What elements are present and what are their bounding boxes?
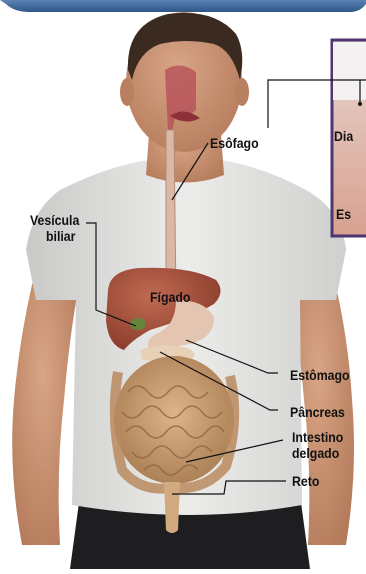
header-bar <box>0 0 366 12</box>
small-intestine <box>114 356 234 484</box>
right-ear <box>235 78 249 106</box>
inset-label-top: Dia <box>334 128 353 144</box>
inset-label-bottom: Es <box>336 206 351 222</box>
left-arm <box>12 260 80 545</box>
rectum <box>164 482 180 533</box>
label-figado: Fígado <box>150 290 190 305</box>
label-intestino-line2: delgado <box>292 446 339 461</box>
label-estomago: Estômago <box>290 368 350 383</box>
label-intestino-line1: Intestino <box>292 430 343 445</box>
label-vesicula-line1: Vesícula <box>30 213 79 228</box>
left-ear <box>120 78 134 106</box>
label-reto: Reto <box>292 474 319 489</box>
label-vesicula-line2: biliar <box>46 229 75 244</box>
inset-top-area <box>333 42 366 100</box>
label-esofago: Esôfago <box>210 136 259 151</box>
inset-pointer-dot <box>358 102 362 106</box>
label-pancreas: Pâncreas <box>290 405 345 420</box>
